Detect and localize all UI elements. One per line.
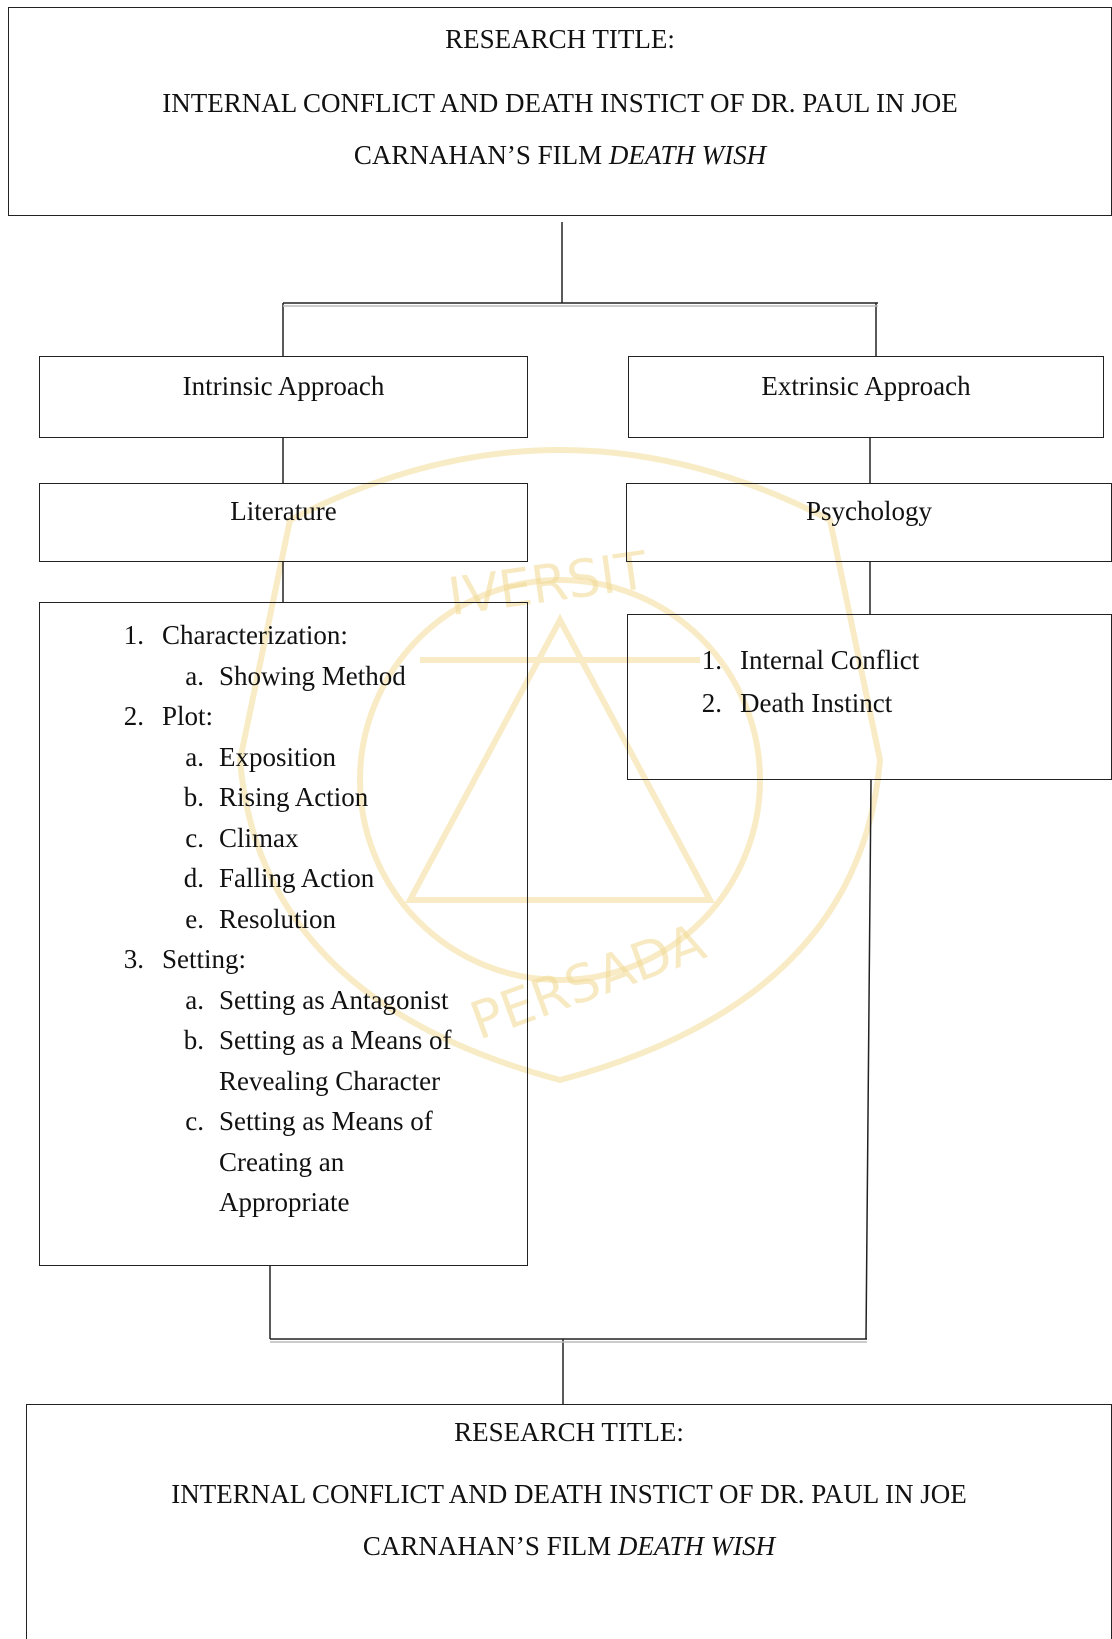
extrinsic-approach-box: Extrinsic Approach [628,356,1104,438]
list-item: 1. Internal Conflict [682,639,1107,682]
bottom-research-title-box: RESEARCH TITLE: INTERNAL CONFLICT AND DE… [26,1404,1112,1639]
list-item: 3. Setting: [104,939,523,980]
sub-item: c. Climax [104,818,523,859]
intrinsic-items-list: 1. Characterization: a. Showing Method 2… [104,615,523,1223]
sub-item-letter: b. [183,782,204,812]
bottom-research-title-line1: INTERNAL CONFLICT AND DEATH INSTICT OF D… [171,1479,967,1509]
sub-item: b. Rising Action [104,777,523,818]
sub-item-letter: c. [185,1106,204,1136]
psychology-box: Psychology [626,483,1112,562]
sub-item-text: Showing Method [219,660,406,691]
list-item: 2. Plot: [104,696,523,737]
item-text: Setting: [162,944,247,974]
top-research-title-line1: INTERNAL CONFLICT AND DEATH INSTICT OF D… [162,88,958,118]
list-item: 2. Death Instinct [682,682,1107,725]
sub-item: a. Exposition [104,737,523,778]
sub-item-text: Resolution [219,903,337,934]
item-number: 2. [701,688,722,718]
sub-item: Creating an [104,1142,523,1183]
sub-item: c. Setting as Means of [104,1101,523,1142]
sub-item-text: Setting as Antagonist [219,984,449,1015]
item-text: Characterization: [162,620,348,650]
item-number: 1. [123,620,144,650]
extrinsic-items-list: 1. Internal Conflict 2. Death Instinct [682,639,1107,725]
sub-item-text: Creating an [219,1146,345,1177]
intrinsic-items-box: 1. Characterization: a. Showing Method 2… [39,602,528,1266]
bottom-title-film-name: DEATH WISH [617,1531,776,1561]
sub-item: Revealing Character [104,1061,523,1102]
top-research-title-box: RESEARCH TITLE: INTERNAL CONFLICT AND DE… [8,7,1112,216]
item-text: Death Instinct [740,688,893,718]
sub-item-letter: e. [185,903,204,934]
extrinsic-items-box: 1. Internal Conflict 2. Death Instinct [627,614,1112,780]
psychology-label: Psychology [805,496,932,526]
sub-item-text: Exposition [219,741,337,772]
bottom-research-title-label: RESEARCH TITLE: [454,1417,684,1447]
literature-box: Literature [39,483,528,562]
sub-item-letter: a. [185,741,204,772]
sub-item: d. Falling Action [104,858,523,899]
sub-item-text: Setting as a Means of [219,1025,452,1055]
literature-label: Literature [230,496,337,526]
top-research-title-label: RESEARCH TITLE: [445,24,675,54]
intrinsic-approach-box: Intrinsic Approach [39,356,528,438]
bottom-research-title-line2: CARNAHAN’S FILM DEATH WISH [27,1531,1111,1562]
sub-item-text: Appropriate [219,1187,350,1217]
sub-item-text: Setting as Means of [219,1106,433,1136]
item-text: Internal Conflict [740,645,920,675]
sub-item-text: Rising Action [219,782,369,812]
sub-item-letter: c. [185,822,204,853]
top-research-title-line2: CARNAHAN’S FILM DEATH WISH [9,140,1111,171]
sub-item: a. Setting as Antagonist [104,980,523,1021]
sub-item-letter: b. [183,1025,204,1055]
extrinsic-approach-label: Extrinsic Approach [761,371,971,401]
sub-item: a. Showing Method [104,656,523,697]
sub-item-letter: a. [185,984,204,1015]
item-text: Plot: [162,701,214,731]
list-item: 1. Characterization: [104,615,523,656]
item-number: 3. [123,944,144,974]
bottom-title-line2-prefix: CARNAHAN’S FILM [362,1531,618,1561]
sub-item-text: Revealing Character [219,1065,441,1096]
sub-item: Appropriate [104,1182,523,1223]
top-title-film-name: DEATH WISH [608,140,767,170]
sub-item-letter: d. [183,863,204,893]
intrinsic-approach-label: Intrinsic Approach [182,371,385,401]
item-number: 2. [123,701,144,731]
sub-item: e. Resolution [104,899,523,940]
sub-item: b. Setting as a Means of [104,1020,523,1061]
sub-item-text: Falling Action [219,863,375,893]
sub-item-letter: a. [185,660,204,691]
item-number: 1. [701,645,722,675]
sub-item-text: Climax [219,822,299,853]
top-title-line2-prefix: CARNAHAN’S FILM [353,140,609,170]
